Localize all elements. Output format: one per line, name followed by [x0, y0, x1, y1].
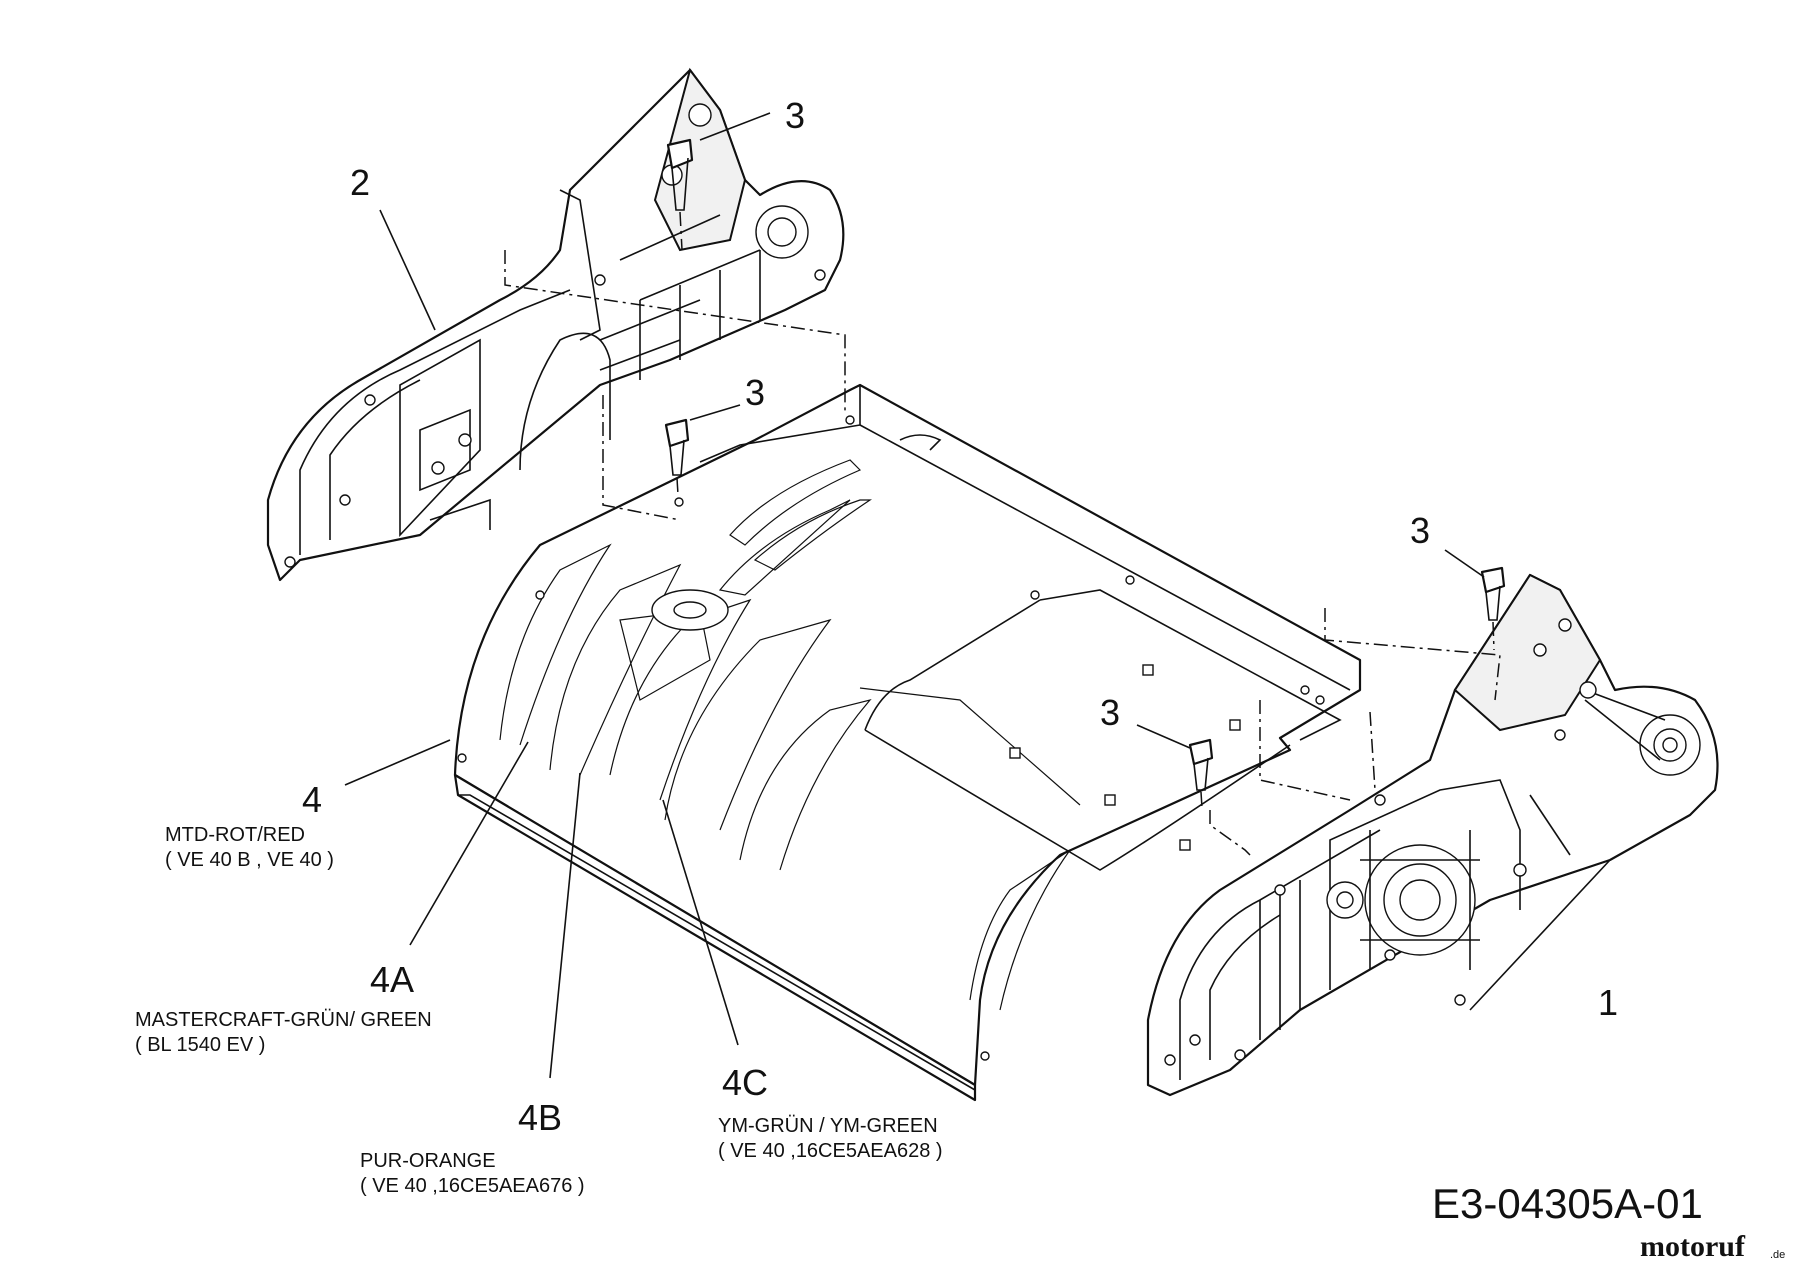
part-1-right-housing	[1146, 573, 1719, 1097]
note-4c-line2: ( VE 40 ,16CE5AEA628 )	[718, 1140, 943, 1162]
callout-3-top: 3	[785, 95, 805, 136]
callout-2: 2	[350, 162, 370, 203]
note-4-line1: MTD-ROT/RED	[165, 824, 305, 846]
watermark-brand: motoruf	[1640, 1230, 1746, 1263]
screw-3-upper	[666, 138, 694, 251]
callout-4b: 4B	[518, 1097, 562, 1138]
watermark-suffix: .de	[1770, 1249, 1785, 1261]
callout-3-right-lower: 3	[1100, 692, 1120, 733]
note-4c-line1: YM-GRÜN / YM-GREEN	[718, 1115, 938, 1137]
callout-4: 4	[302, 779, 322, 820]
callout-1: 1	[1598, 982, 1618, 1023]
note-4b-line1: PUR-ORANGE	[360, 1150, 496, 1172]
callout-4a: 4A	[370, 959, 414, 1000]
note-4a-line1: MASTERCRAFT-GRÜN/ GREEN	[135, 1009, 432, 1031]
screw-3-right-lower	[1188, 738, 1214, 809]
note-4b-line2: ( VE 40 ,16CE5AEA676 )	[360, 1175, 585, 1197]
part-4-cover-plate	[453, 383, 1362, 1102]
assembly-lines	[504, 250, 1501, 856]
callout-3-middle: 3	[745, 372, 765, 413]
diagram-code: E3-04305A-01	[1432, 1180, 1703, 1227]
screw-3-right-upper	[1480, 566, 1506, 651]
screw-3-middle	[664, 418, 690, 507]
note-4a-line2: ( BL 1540 EV )	[135, 1034, 265, 1056]
callout-3-right-upper: 3	[1410, 510, 1430, 551]
note-4-line2: ( VE 40 B , VE 40 )	[165, 849, 334, 871]
callouts: 1 2 3 3 3 3 4 4A 4B 4C	[302, 95, 1618, 1138]
callout-4c: 4C	[722, 1062, 768, 1103]
watermark-logo: motoruf .de	[1640, 1230, 1785, 1263]
leader-lines	[344, 112, 1571, 1079]
variant-notes: MTD-ROT/RED ( VE 40 B , VE 40 ) MASTERCR…	[135, 824, 943, 1197]
